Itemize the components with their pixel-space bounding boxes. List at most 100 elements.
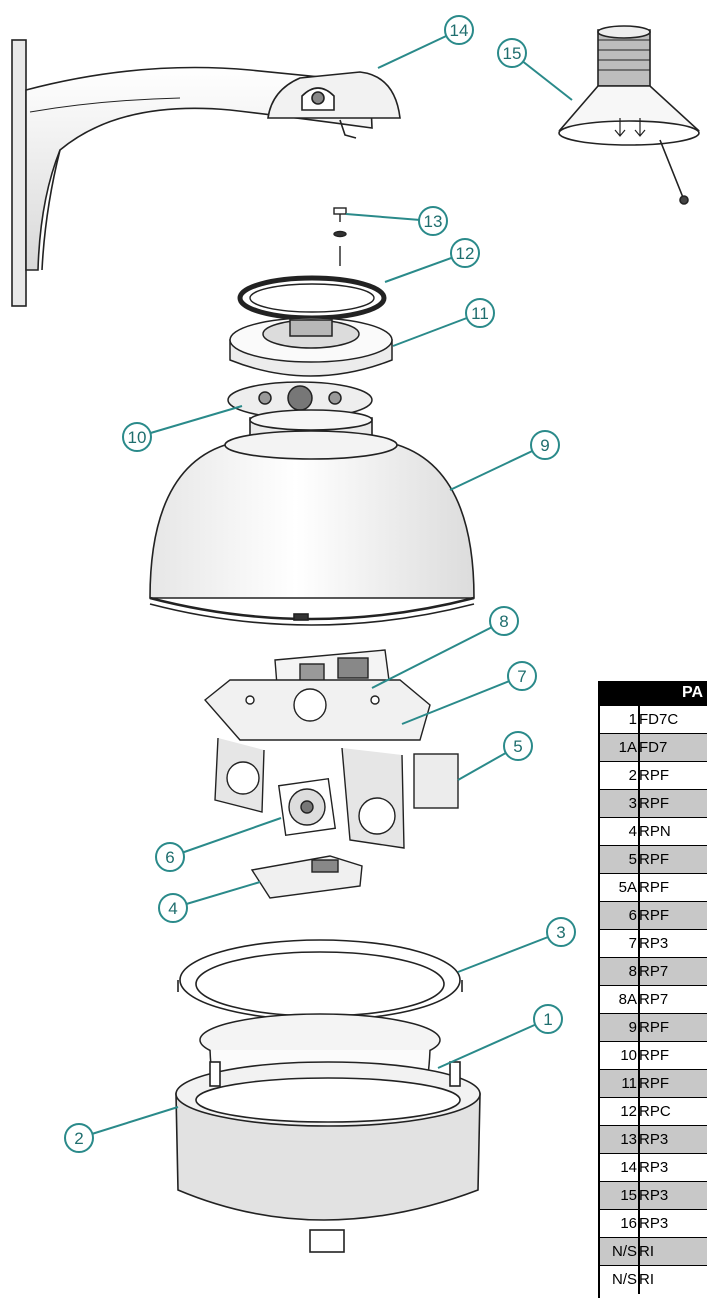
item-number: 2 [628,767,637,784]
leader-line [401,675,523,725]
item-number: 1 [628,711,637,728]
part-number: RPF [639,767,669,784]
part-number: RP3 [639,935,669,952]
part-number: RI [639,1271,654,1288]
screws [333,207,347,266]
leader-line [457,931,562,973]
item-number: N/S [611,1271,637,1288]
part-number: FD7 [639,739,668,756]
callout-circle [158,893,188,923]
column-divider [638,930,640,958]
column-divider [638,1014,640,1042]
callout-circle [546,917,576,947]
callout-circle [444,15,474,45]
part-number: RPN [639,823,671,840]
leader-line [449,444,546,491]
callout-3: 3 [457,917,576,973]
column-divider [638,874,640,902]
part-number: RPF [639,795,669,812]
item-number: N/S [611,1243,637,1260]
part-number: RP7 [639,963,669,980]
callout-1: 1 [437,1004,563,1069]
callout-number: 2 [74,1129,83,1148]
item-number: 5A [618,879,637,896]
callout-number: 9 [540,436,549,455]
item-number: 6 [628,907,637,924]
callout-number: 10 [128,428,147,447]
top-cover [229,317,393,377]
callout-number: 11 [471,304,489,323]
callout-number: 6 [165,848,174,867]
cooling-fan [277,777,337,837]
column-divider [638,1210,640,1238]
item-number: 5 [628,851,637,868]
callout-number: 1 [543,1010,552,1029]
item-number: 15 [620,1187,637,1204]
column-divider [638,1070,640,1098]
callout-circle [418,206,448,236]
callout-circle [533,1004,563,1034]
column-divider [638,1042,640,1070]
column-divider [638,706,640,734]
base-housing [175,1061,481,1253]
part-number: RPC [639,1103,671,1120]
callout-number: 3 [556,923,565,942]
item-number: 14 [620,1159,637,1176]
callout-circle [450,238,480,268]
part-number: RPF [639,879,669,896]
item-number: 8 [628,963,637,980]
part-number: RP3 [639,1131,669,1148]
item-number: 12 [620,1103,637,1120]
lower-board [250,855,363,899]
item-number: 3 [628,795,637,812]
column-divider [638,734,640,762]
column-divider [638,986,640,1014]
item-number: 9 [628,1019,637,1036]
leader-line [78,1106,179,1139]
item-number: 13 [620,1131,637,1148]
item-number: 1A [618,739,637,756]
part-number: RP3 [639,1159,669,1176]
item-number: 7 [628,935,637,952]
callout-circle [64,1123,94,1153]
part-number: RI [639,1243,654,1260]
callout-circle [489,606,519,636]
callout-5: 5 [457,731,533,781]
callout-circle [465,298,495,328]
callout-circle [155,842,185,872]
callout-number: 12 [456,244,475,263]
item-number: 16 [620,1215,637,1232]
callout-13: 13 [345,206,448,236]
conduit-adapter [558,25,701,205]
column-divider [638,1098,640,1126]
chassis-bracket [203,679,431,849]
callout-11: 11 [392,298,495,347]
leader-line [392,312,481,347]
part-number: FD7C [639,711,679,728]
callout-15: 15 [497,38,573,101]
callout-circle [122,422,152,452]
callout-circle [530,430,560,460]
callout-2: 2 [64,1106,179,1153]
callout-number: 15 [503,44,522,63]
callout-circle [503,731,533,761]
callout-number: 7 [517,667,526,686]
callout-10: 10 [122,405,243,452]
callout-14: 14 [377,15,474,69]
part-number: RP3 [639,1215,669,1232]
dome-housing [149,409,475,626]
item-number: 11 [621,1075,637,1092]
